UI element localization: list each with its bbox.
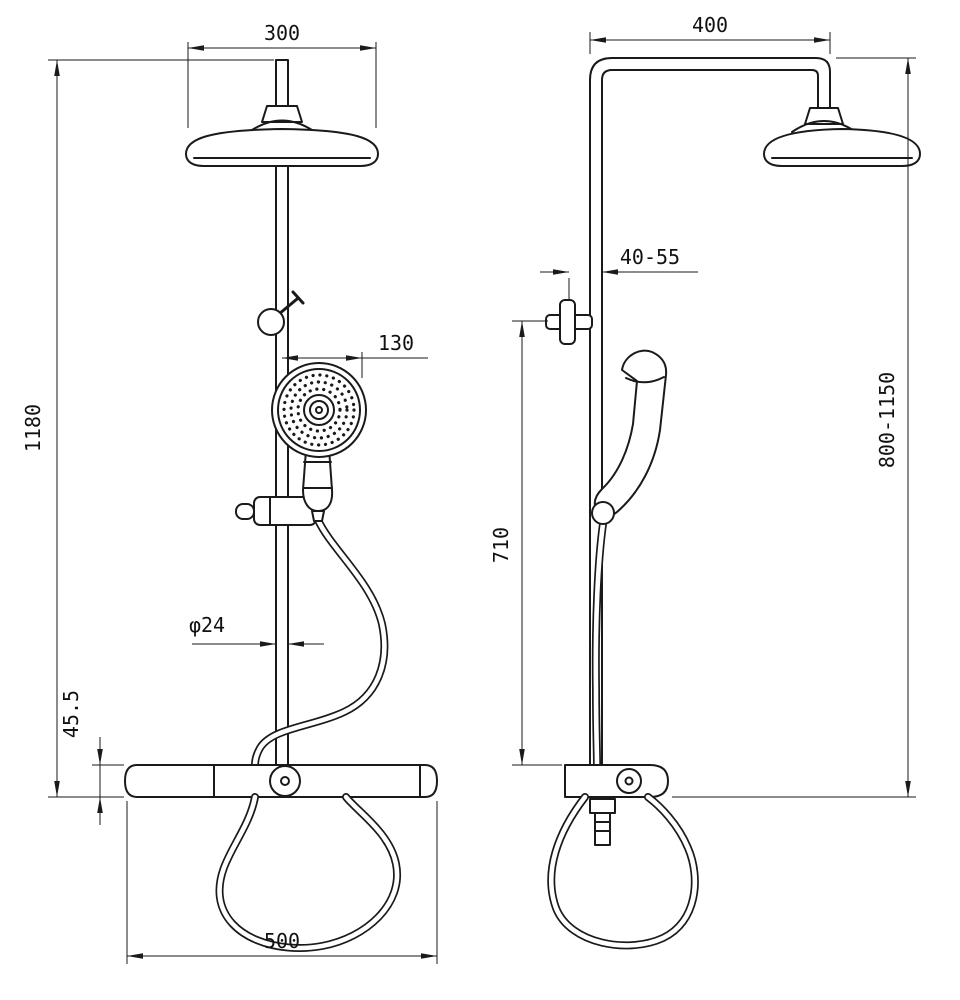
side-valve-knob-center	[624, 776, 634, 786]
dim-bracket-to-valve: 710	[489, 320, 562, 766]
front-hose-upper-core	[252, 517, 387, 768]
dim-shelf-width-label: 500	[264, 929, 300, 953]
side-valve-knob	[616, 768, 642, 794]
dim-hand-shower-offset: 130	[282, 331, 428, 378]
front-head-flange	[261, 105, 303, 123]
front-slider-knob	[235, 503, 255, 520]
dim-adjustable-height-label: 800-1150	[875, 372, 899, 468]
side-hose-loop-core	[548, 794, 698, 948]
hand-shower-center-ring	[309, 400, 329, 420]
spray-nozzle-ring-2	[289, 380, 349, 440]
dim-wall-clearance-label: 40-55	[620, 245, 680, 269]
side-wand-face-line	[625, 376, 665, 384]
dim-front-head-width: 300	[187, 21, 377, 128]
front-view	[124, 59, 438, 952]
dim-arm-reach-label: 400	[692, 13, 728, 37]
front-diverter-knob	[257, 308, 285, 336]
side-outlet-fitting-top	[589, 798, 616, 814]
dim-shelf-width: 500	[126, 801, 438, 964]
dimension-annotations: 300 1180 130 φ24 45.5	[21, 13, 916, 964]
side-wand-holder	[591, 501, 615, 525]
dim-shelf-thickness-label: 45.5	[59, 690, 83, 738]
front-top-pipe	[275, 59, 289, 107]
dim-hand-shower-offset-label: 130	[378, 331, 414, 355]
dim-arm-reach: 400	[589, 13, 831, 54]
side-view	[545, 57, 921, 950]
hand-shower-center-dot	[315, 406, 323, 414]
dim-front-head-width-label: 300	[264, 21, 300, 45]
spray-nozzle-ring-3	[296, 387, 342, 433]
spray-nozzle-ring-1	[282, 373, 356, 447]
side-hand-shower-wand	[593, 349, 668, 517]
side-pipe-outer	[589, 57, 831, 766]
front-shelf-knob	[269, 765, 301, 797]
dim-bracket-to-valve-label: 710	[489, 527, 513, 563]
hand-shower-face-ring	[277, 368, 361, 452]
dim-adjustable-height: 800-1150	[672, 57, 916, 798]
dim-shelf-thickness: 45.5	[59, 690, 124, 825]
front-hose-upper-outer	[251, 516, 389, 769]
dim-front-total-height: 1180	[21, 59, 274, 798]
dim-pipe-diameter: φ24	[189, 613, 324, 647]
dim-wall-clearance: 40-55	[540, 245, 698, 300]
front-diverter-lever	[277, 297, 299, 316]
wall-bracket-flange	[559, 299, 576, 345]
front-shelf-knob-center	[280, 776, 290, 786]
front-head-skirt	[248, 119, 316, 133]
side-hose-upper-core	[593, 521, 606, 768]
front-diverter-lever-cap	[291, 290, 305, 305]
hand-shower-center-cap	[303, 394, 335, 426]
dim-pipe-diameter-label: φ24	[189, 613, 225, 637]
front-overhead-shower	[185, 128, 379, 167]
dim-front-total-height-label: 1180	[21, 404, 45, 452]
side-overhead-shower	[763, 128, 921, 167]
handle-hose-nut	[311, 510, 325, 522]
side-pipe-inner	[601, 69, 819, 766]
front-hose-loop-core	[217, 794, 400, 951]
side-outlet-fitting-body	[594, 812, 611, 846]
